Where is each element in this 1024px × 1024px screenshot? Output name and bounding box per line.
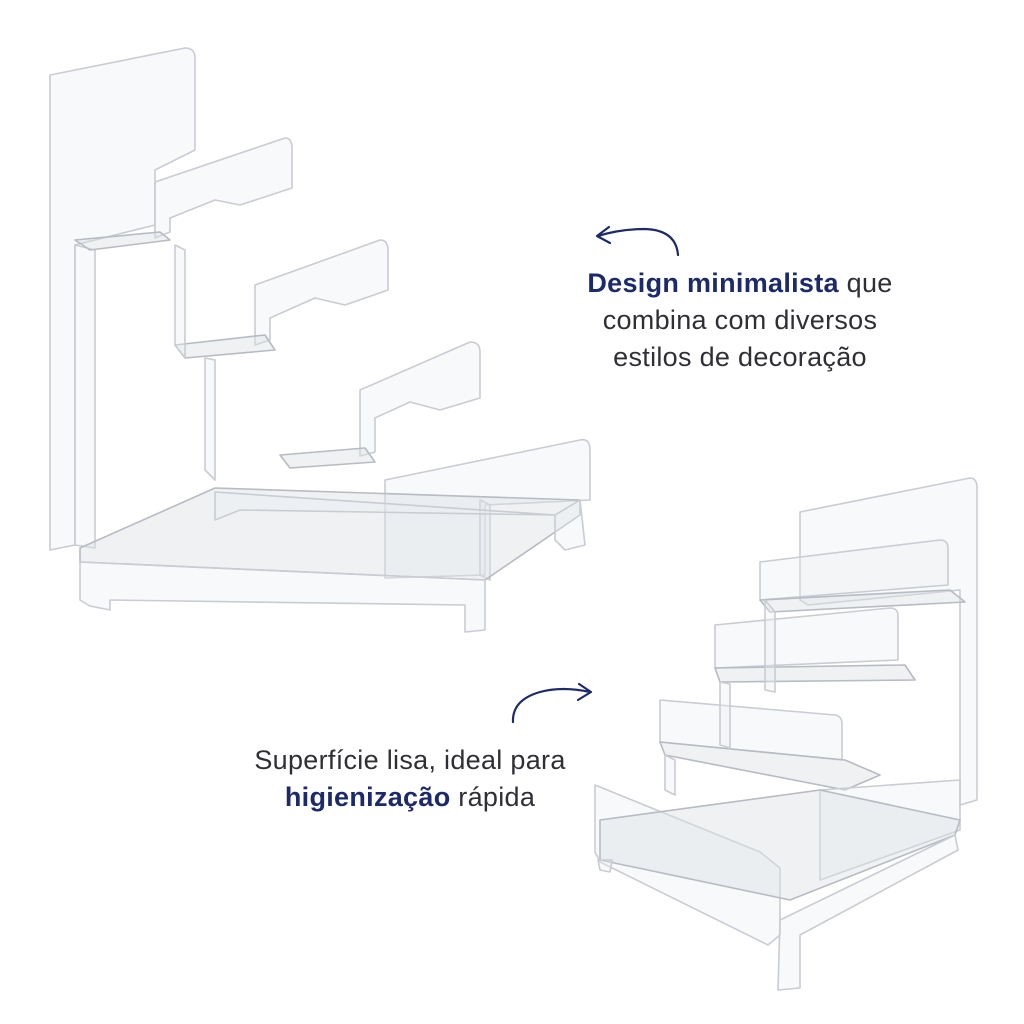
arrow-right-icon [511,682,593,724]
caption-design-line2: combina com diversos [602,305,878,335]
caption-design: Design minimalista que combina com diver… [540,265,940,376]
caption-design-line3: estilos de decoração [613,342,867,372]
caption-design-emphasis: Design minimalista [587,268,839,298]
caption-surface-line2-rest: rápida [450,782,536,812]
caption-surface: Superfície lisa, ideal para higienização… [220,742,600,816]
caption-design-line1: Design minimalista que [540,265,940,302]
caption-surface-line1: Superfície lisa, ideal para [254,745,566,775]
caption-design-line1-rest: que [838,268,893,298]
caption-surface-line2: higienização rápida [220,779,600,816]
caption-surface-emphasis: higienização [284,782,451,812]
arrow-left-icon [595,225,680,257]
